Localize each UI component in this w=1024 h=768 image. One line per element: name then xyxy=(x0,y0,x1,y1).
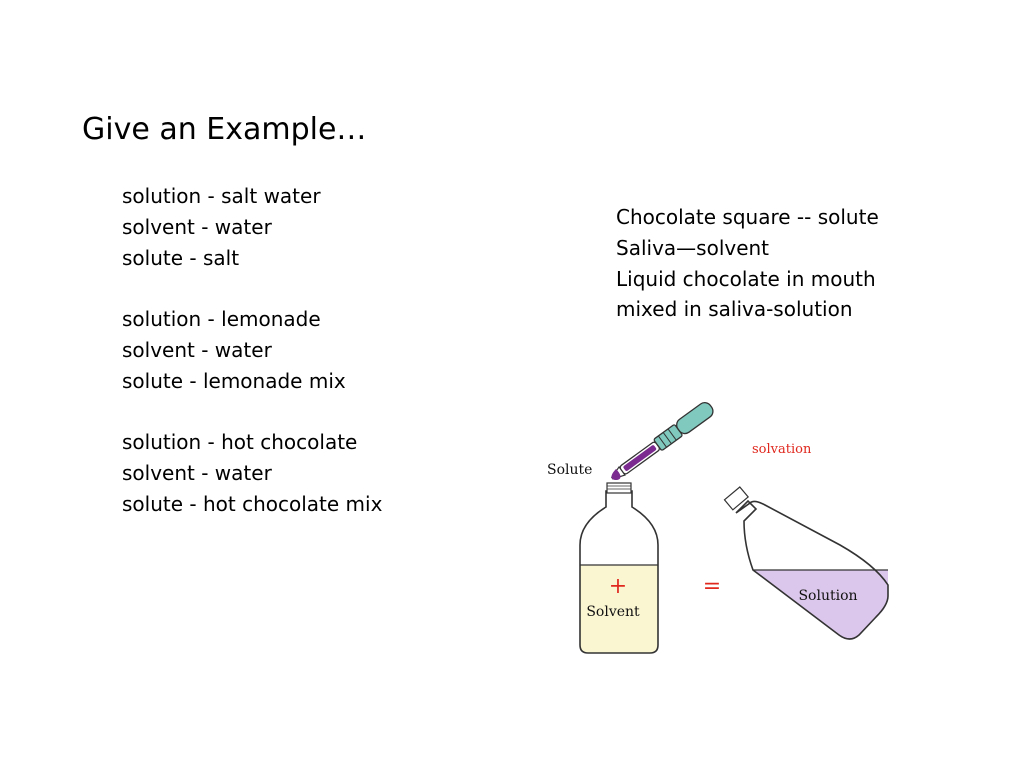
example-line: solution - lemonade xyxy=(122,307,321,332)
example-line: solvent - water xyxy=(122,461,272,486)
solute-drop xyxy=(611,469,621,480)
solute-label: Solute xyxy=(547,462,592,478)
example-line: solution - hot chocolate xyxy=(122,430,358,455)
example-line: solute - lemonade mix xyxy=(122,368,346,393)
solvent-label: Solvent xyxy=(586,604,640,620)
example-line: solvent - water xyxy=(122,337,272,362)
example-line: solute - hot chocolate mix xyxy=(122,491,383,516)
solvation-illustration: Solute + Solvent = solvation Solution xyxy=(540,395,900,660)
example-line: solution - salt water xyxy=(122,184,321,208)
chocolate-line: Liquid chocolate in mouth xyxy=(616,266,876,291)
solvation-label: solvation xyxy=(752,442,812,457)
chocolate-line: mixed in saliva-solution xyxy=(616,297,853,322)
solution-bottle-icon xyxy=(723,486,889,640)
solution-label: Solution xyxy=(798,588,857,604)
dropper-icon xyxy=(610,401,714,480)
equals-sign: = xyxy=(703,574,721,599)
chocolate-example: Chocolate square -- solute Saliva—solven… xyxy=(616,202,879,325)
example-lemonade: solution - lemonade solvent - water solu… xyxy=(122,304,382,396)
solvation-diagram: Solute + Solvent = solvation Solution xyxy=(547,401,889,654)
example-line: solute - salt xyxy=(122,245,240,270)
examples-list: solution - salt water solvent - water so… xyxy=(122,181,382,551)
example-hot-chocolate: solution - hot chocolate solvent - water… xyxy=(122,427,382,519)
slide-title: Give an Example… xyxy=(82,112,367,147)
example-salt-water: solution - salt water solvent - water so… xyxy=(122,181,382,273)
chocolate-line: Chocolate square -- solute xyxy=(616,205,879,229)
plus-sign: + xyxy=(609,574,627,599)
solvent-bottle-icon xyxy=(579,482,659,654)
example-line: solvent - water xyxy=(122,214,272,239)
chocolate-line: Saliva—solvent xyxy=(616,235,770,260)
